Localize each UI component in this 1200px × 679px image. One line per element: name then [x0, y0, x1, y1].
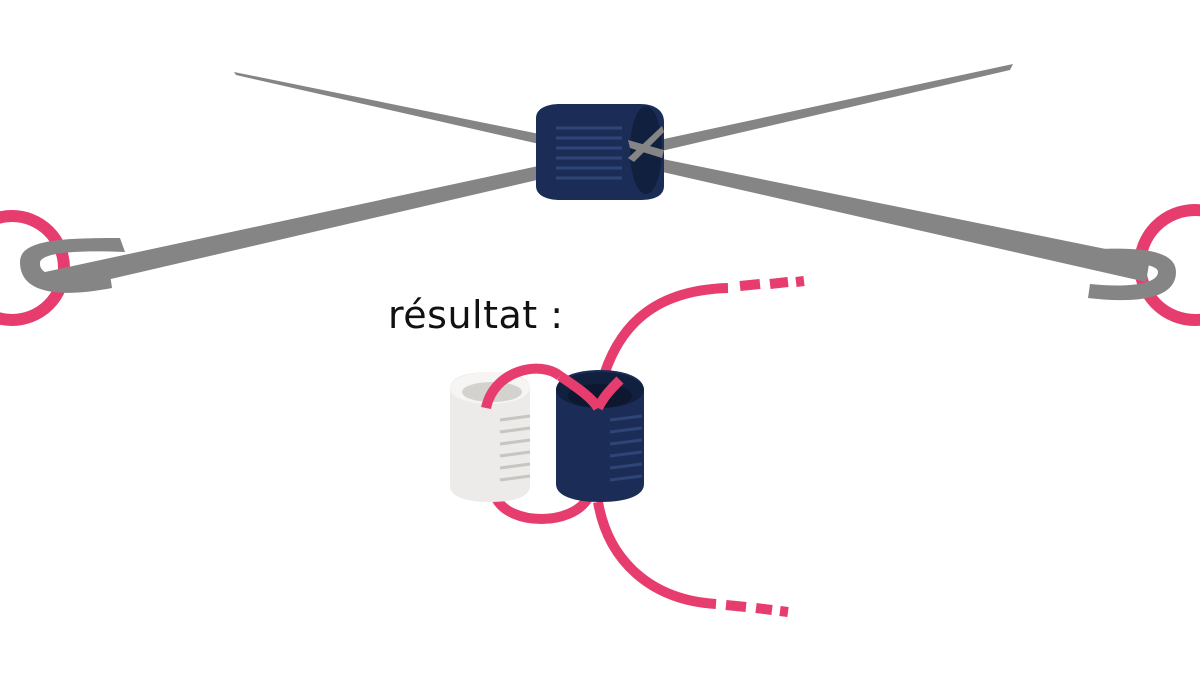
result-thread-bottom-loop — [491, 495, 593, 524]
result-thread-in-hole — [557, 371, 624, 411]
result-thread-lower — [593, 501, 789, 617]
right-needle — [234, 72, 1176, 301]
dark-bead — [556, 370, 644, 502]
result-thread-top-arc — [481, 363, 564, 410]
top-dark-bead — [536, 104, 664, 200]
result-label: résultat : — [388, 293, 564, 337]
left-needle — [20, 64, 1013, 293]
